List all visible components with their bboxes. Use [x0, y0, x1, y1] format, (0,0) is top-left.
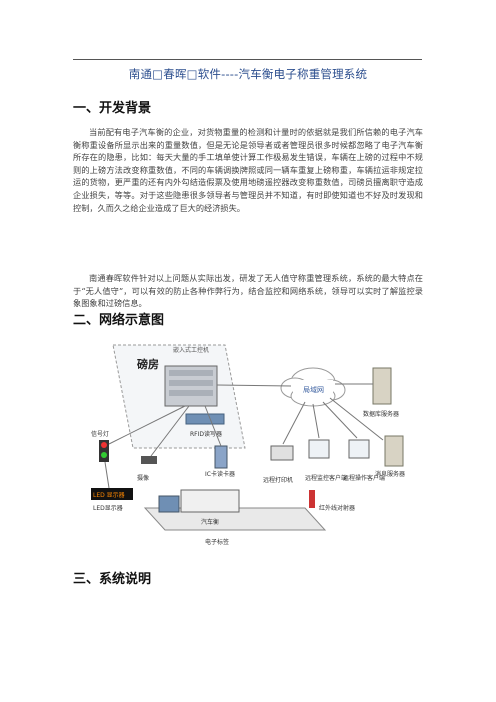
background-paragraph-2: 南通春晖软件针对以上问题从实际出发，研发了无人值守称重管理系统，系统的最大特点在…	[73, 273, 423, 309]
truck-scale: 汽车衡	[143, 489, 327, 531]
ic-reader-label: IC卡读卡器	[205, 470, 235, 478]
document-title: 南通□春晖□软件----汽车衡电子称重管理系统	[128, 67, 368, 81]
network-diagram: 磅房 嵌入式工控机 RFID读写器 局域网 数据库服务器 消息服务器 远程打印机	[91, 344, 405, 546]
remote-printer: 远程打印机	[263, 445, 294, 484]
network-links	[104, 383, 384, 489]
section-heading-network: 二、网络示意图	[73, 313, 165, 328]
embedded-pc-label: 嵌入式工控机	[173, 346, 209, 354]
header-rule	[73, 59, 422, 60]
lan-cloud: 局域网	[280, 367, 346, 407]
rfid-label: RFID读写器	[190, 430, 222, 438]
db-server-label: 数据库服务器	[363, 410, 399, 418]
rfid-reader: RFID读写器	[185, 413, 225, 438]
room-label: 磅房	[137, 357, 159, 371]
op-client-label: 远程操作客户端	[343, 474, 385, 482]
msg-server-label: 消息服务器	[375, 470, 405, 478]
tag-label: 电子标签	[205, 538, 229, 546]
background-paragraph-1: 当前配有电子汽车衡的企业，对货物重量的检测和计量时的依据就是我们所信赖的电子汽车…	[73, 127, 423, 213]
truck-label: 汽车衡	[201, 518, 219, 526]
camera-label: 摄像	[137, 474, 149, 482]
electronic-tag: 电子标签	[205, 538, 229, 546]
ic-card-reader: IC卡读卡器	[205, 445, 235, 478]
led-text: LED 显示器	[93, 492, 125, 499]
remote-monitor-client: 远程监控客户端	[305, 439, 347, 482]
message-server: 消息服务器	[375, 435, 405, 478]
signal-light: 信号灯	[91, 430, 109, 462]
database-server: 数据库服务器	[363, 367, 399, 418]
embedded-pc: 嵌入式工控机	[164, 346, 218, 407]
led-display: LED 显示器 LED显示器	[91, 488, 133, 512]
printer-label: 远程打印机	[263, 476, 293, 484]
infrared-sensor: 红外线对射器	[309, 490, 355, 512]
ir-label: 红外线对射器	[319, 504, 355, 512]
monitor-client-label: 远程监控客户端	[305, 474, 347, 482]
signal-label: 信号灯	[91, 430, 109, 438]
section-heading-description: 三、系统说明	[73, 572, 152, 587]
section-heading-background: 一、开发背景	[73, 101, 152, 116]
remote-operation-client: 远程操作客户端	[343, 439, 385, 482]
camera: 摄像	[137, 456, 157, 482]
led-screen-label: LED显示器	[93, 505, 123, 512]
lan-label: 局域网	[303, 385, 324, 394]
